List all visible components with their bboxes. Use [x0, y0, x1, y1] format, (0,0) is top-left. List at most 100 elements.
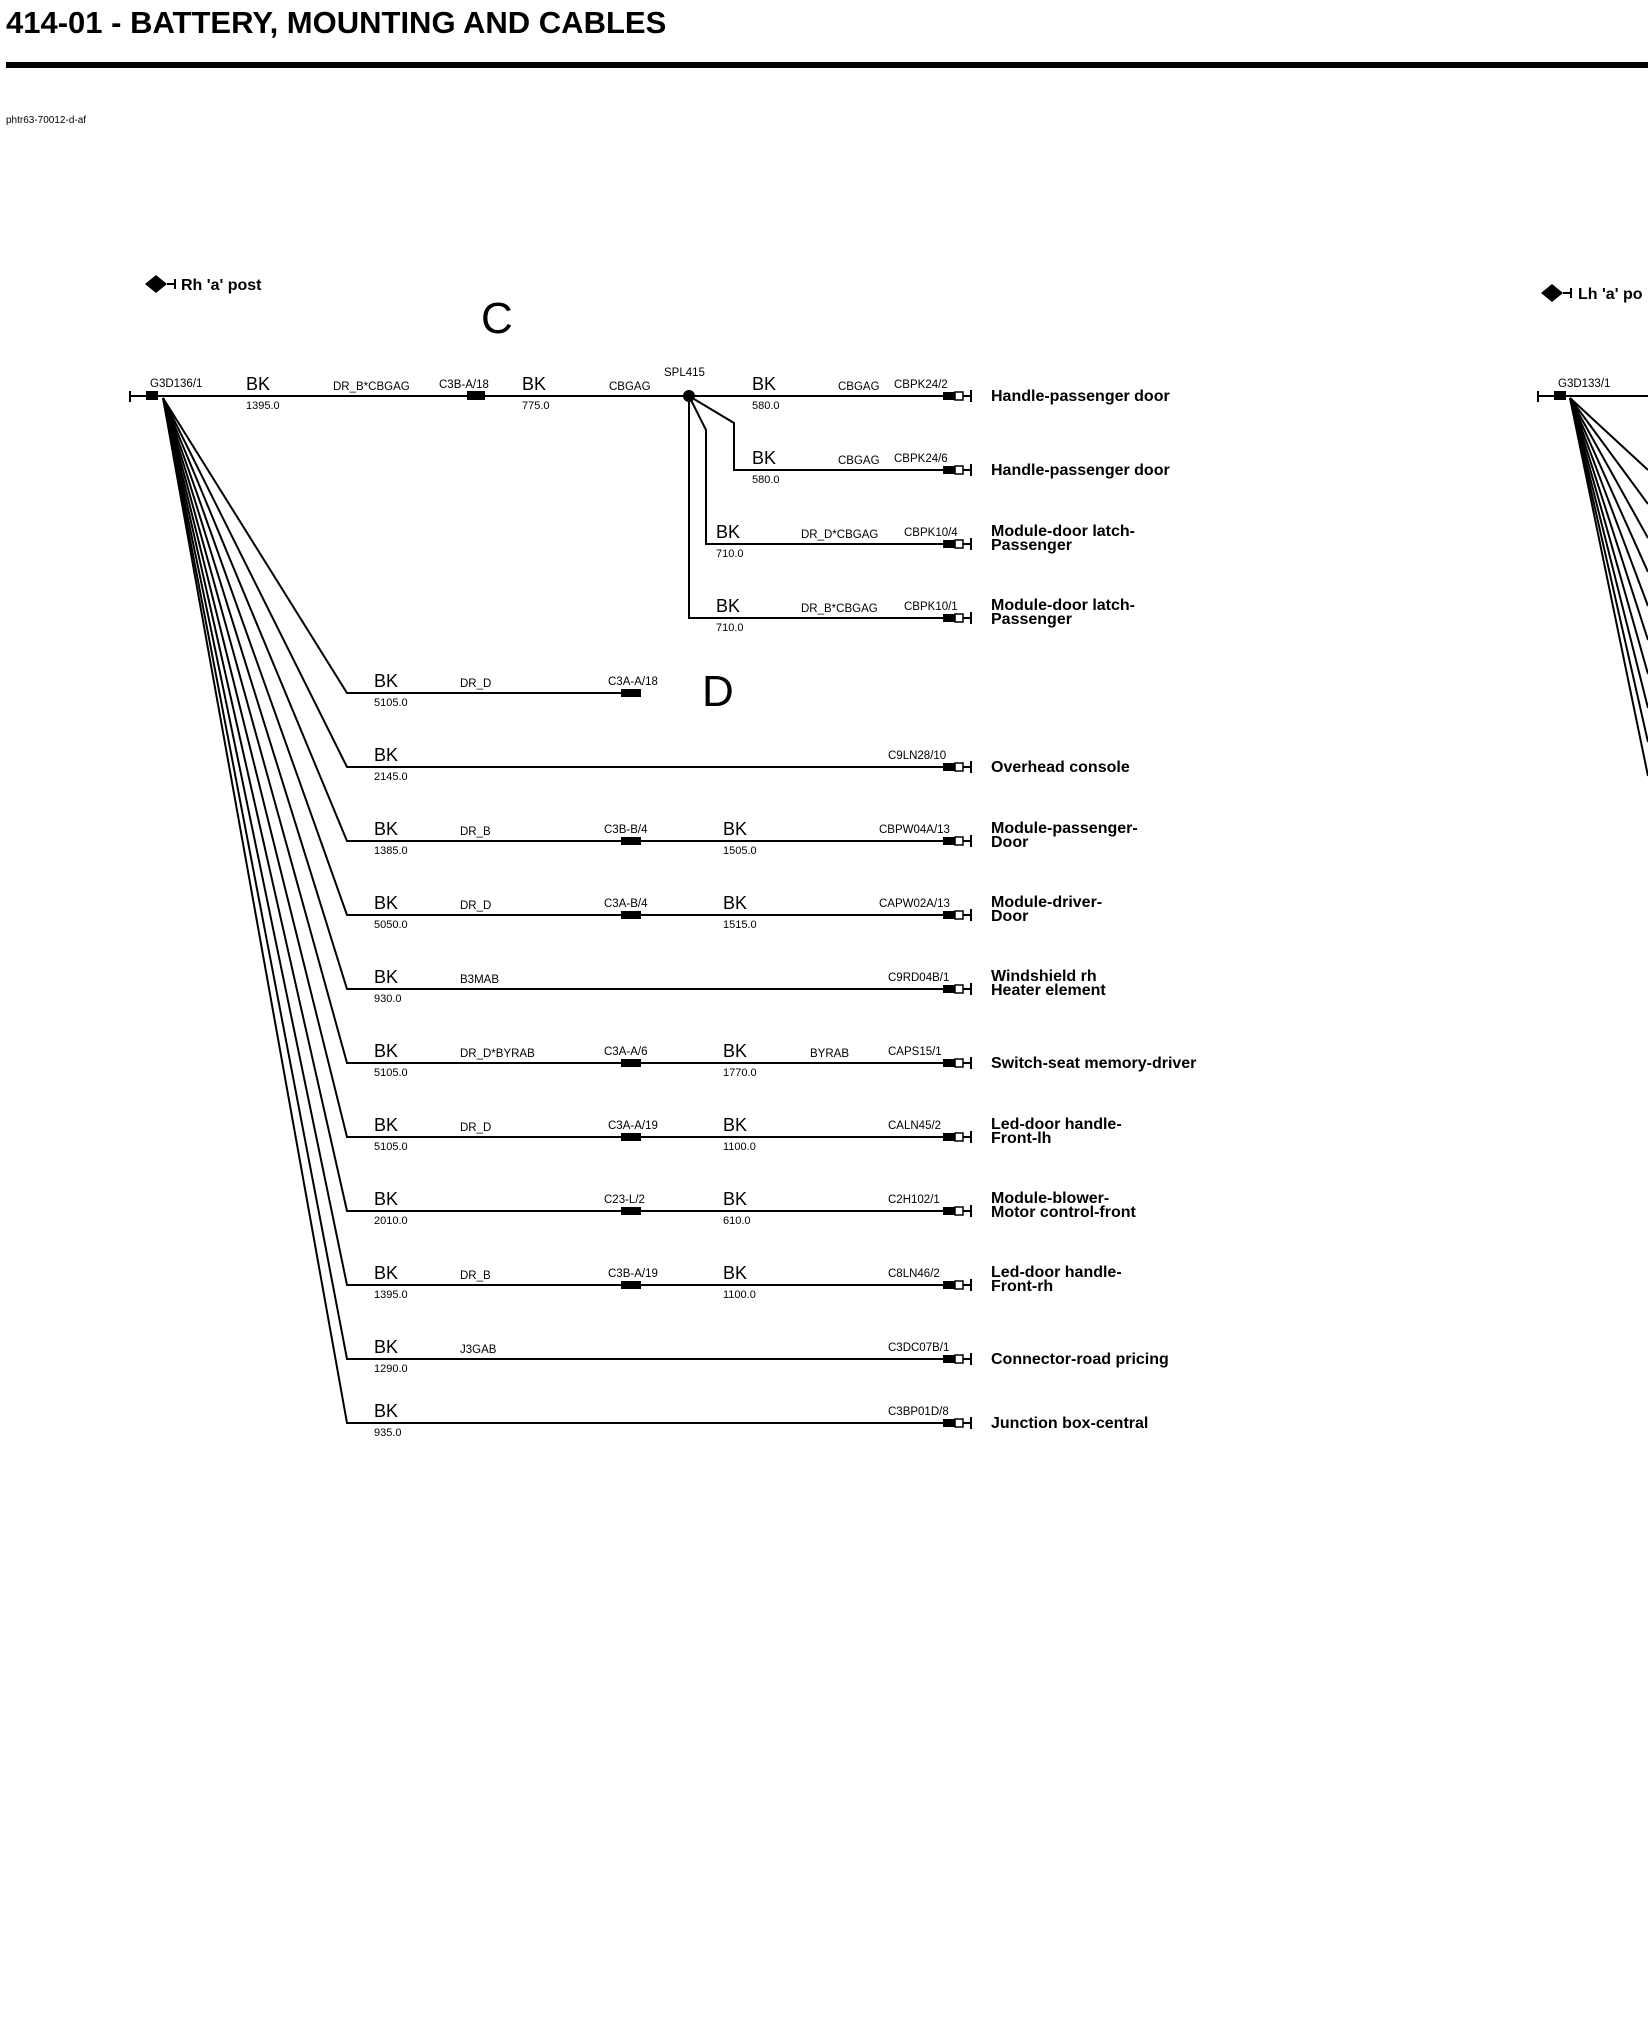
destination-label: Passenger	[991, 537, 1072, 554]
branch-color: BK	[374, 1189, 398, 1209]
branch-connector: CBPK24/2	[894, 379, 948, 391]
inline-connector-label: C3B-A/19	[608, 1268, 658, 1280]
end-connector-label: C8LN46/2	[888, 1268, 940, 1280]
end-connector-label: C3BP01D/8	[888, 1406, 949, 1418]
page-title: 414-01 - BATTERY, MOUNTING AND CABLES	[6, 5, 666, 40]
branch-circuit: DR_D*CBGAG	[801, 529, 878, 541]
branch-length: 2010.0	[374, 1215, 408, 1227]
destination-label: Handle-passenger door	[991, 388, 1170, 405]
top-run-seg2-circuit: CBGAG	[609, 381, 651, 393]
ground-label-left: G3D133/1	[1558, 378, 1610, 390]
branch-color: BK	[374, 1041, 398, 1061]
end-connector-label: C9LN28/10	[888, 750, 946, 762]
end-connector-label: CALN45/2	[888, 1120, 941, 1132]
branch-length-2: 610.0	[723, 1215, 751, 1227]
branch-circuit: DR_D	[460, 900, 491, 912]
end-connector-label: CBPW04A/13	[879, 824, 950, 836]
end-connector-icon	[943, 464, 972, 476]
destination-label: Motor control-front	[991, 1204, 1137, 1221]
header-rule	[6, 62, 1648, 68]
end-connector-icon	[943, 835, 972, 847]
ground-g3d136: G3D136/1	[129, 378, 202, 402]
lh-a-post-marker: Lh 'a' po	[1541, 284, 1643, 303]
branch-circuit: B3MAB	[460, 974, 499, 986]
branch-color-2: BK	[723, 893, 747, 913]
top-run-connector: C3B-A/18	[439, 379, 489, 391]
destination-label: Switch-seat memory-driver	[991, 1055, 1196, 1072]
inline-connector-label: C3A-A/6	[604, 1046, 647, 1058]
branch-length-2: 1515.0	[723, 919, 757, 931]
branch-color-2: BK	[723, 819, 747, 839]
ground-branch: BK 1385.0 DR_B C3B-B/4 BK 1505.0 CBPW04A/13 Mod…	[162, 397, 1138, 857]
branch-color: BK	[374, 1337, 398, 1357]
ground-branch: BK 5050.0 DR_D C3A-B/4 BK 1515.0 CAPW02A/13 Mod…	[162, 397, 1102, 931]
branch-length: 5105.0	[374, 1141, 408, 1153]
branch-length-2: 1100.0	[723, 1141, 756, 1153]
branch-circuit-2: BYRAB	[810, 1048, 849, 1060]
branch-length: 5050.0	[374, 919, 408, 931]
destination-label: Door	[991, 908, 1028, 925]
branch-color: BK	[374, 745, 398, 765]
destination-label: Led-door handle-	[991, 1264, 1122, 1281]
end-connector-icon	[943, 1417, 972, 1429]
branch-length: 1395.0	[374, 1289, 408, 1301]
branch-circuit: J3GAB	[460, 1344, 497, 1356]
branch-connector: CBPK10/4	[904, 527, 958, 539]
branch-length: 710.0	[716, 548, 744, 560]
branch-color: BK	[374, 1115, 398, 1135]
branch-length: 1385.0	[374, 845, 408, 857]
branch-circuit: DR_B	[460, 826, 491, 838]
end-connector-icon	[943, 1353, 972, 1365]
destination-label: Handle-passenger door	[991, 462, 1170, 479]
branch-length: 5105.0	[374, 697, 408, 709]
branch-length: 2145.0	[374, 771, 408, 783]
top-run: BK 1395.0 DR_B*CBGAG C3B-A/18 BK 775.0 C…	[158, 367, 705, 412]
end-connector-icon	[943, 1205, 972, 1217]
inline-connector-icon	[621, 837, 641, 845]
inline-connector-label: C3B-B/4	[604, 824, 648, 836]
branch-color: BK	[374, 819, 398, 839]
branch-color: BK	[374, 671, 398, 691]
branch-length: 580.0	[752, 400, 780, 412]
branch-length-2: 1505.0	[723, 845, 757, 857]
branch-circuit: CBGAG	[838, 381, 880, 393]
destination-label: Windshield rh	[991, 968, 1097, 985]
inline-connector-icon	[621, 1059, 641, 1067]
lh-ground-fan	[1566, 395, 1648, 777]
end-connector-label: C3DC07B/1	[888, 1342, 949, 1354]
ground-label-right: G3D136/1	[150, 378, 202, 390]
inline-connector-icon	[621, 1281, 641, 1289]
splice-label: SPL415	[664, 367, 705, 379]
branch-length: 5105.0	[374, 1067, 408, 1079]
branch-color-2: BK	[723, 1263, 747, 1283]
destination-label: Module-passenger-	[991, 820, 1138, 837]
rh-a-post-label: Rh 'a' post	[181, 277, 262, 294]
end-connector-label: CAPW02A/13	[879, 898, 950, 910]
branch-circuit: DR_D*BYRAB	[460, 1048, 535, 1060]
end-connector-label: C2H102/1	[888, 1194, 940, 1206]
inline-connector-icon	[621, 1133, 641, 1141]
destination-label: Door	[991, 834, 1028, 851]
inline-connector-label: C3A-B/4	[604, 898, 648, 910]
end-connector-icon	[943, 761, 972, 773]
branch-color: BK	[374, 967, 398, 987]
branch-color: BK	[752, 448, 776, 468]
destination-label: Module-driver-	[991, 894, 1102, 911]
branch-length: 710.0	[716, 622, 744, 634]
end-connector-icon	[943, 1279, 972, 1291]
branch-connector: CBPK10/1	[904, 601, 958, 613]
branch-color: BK	[716, 522, 740, 542]
top-run-seg1-length: 1395.0	[246, 400, 280, 412]
end-connector-icon	[943, 1057, 972, 1069]
inline-connector-icon	[621, 1207, 641, 1215]
top-run-seg1-circuit: DR_B*CBGAG	[333, 381, 410, 393]
destination-label: Module-door latch-	[991, 597, 1135, 614]
